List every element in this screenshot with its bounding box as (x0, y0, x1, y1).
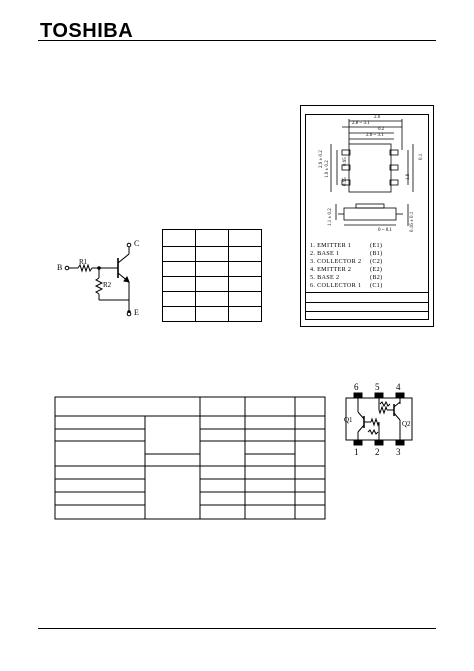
pin-row: 6. COLLECTOR 1 (C1) (310, 282, 382, 289)
emitter-label: E (134, 308, 139, 317)
q2-label: Q2 (402, 420, 411, 428)
pin-label: 4. EMITTER 2 (310, 266, 352, 273)
pin-row: 4. EMITTER 2 (E2) (310, 266, 382, 273)
package-divider (306, 311, 428, 312)
pin-number-bottom: 3 (396, 447, 401, 457)
base-label: B (57, 263, 63, 272)
r1-label: R1 (79, 258, 88, 266)
pin-number-top: 6 (354, 382, 359, 392)
collector-label: C (134, 239, 140, 248)
pin-number-top: 4 (396, 382, 401, 392)
pin-code: (C1) (370, 282, 383, 289)
package-drawing-frame (305, 114, 429, 320)
pin-code: (E1) (370, 242, 383, 249)
dim-label: 0 ~ 0.1 (378, 228, 392, 233)
pin-number-bottom: 2 (375, 447, 380, 457)
dim-label: 2.8 ~ 3.1 (352, 121, 370, 126)
dim-label: 0.2 (378, 127, 385, 132)
pin-row: 3. COLLECTOR 2 (C2) (310, 258, 382, 265)
r2-label: R2 (103, 281, 112, 289)
pin-code: (B1) (370, 250, 383, 257)
pin-code: (E2) (370, 266, 383, 273)
footer-rule (38, 628, 436, 629)
resistor-table (162, 229, 262, 322)
dim-label: 2.6 ~ 3.1 (366, 133, 384, 138)
pin-code: (C2) (370, 258, 383, 265)
package-divider (306, 292, 428, 293)
pin-label: 6. COLLECTOR 1 (310, 282, 362, 289)
pin-row: 1. EMITTER 1 (E1) (310, 242, 382, 249)
header-rule (38, 40, 436, 41)
pin-row: 5. BASE 2 (B2) (310, 274, 382, 281)
pin-number-bottom: 1 (354, 447, 359, 457)
pin-label: 5. BASE 2 (310, 274, 340, 281)
pin-number-top: 5 (375, 382, 380, 392)
package-divider (306, 302, 428, 303)
dim-label: 2.0 (374, 115, 381, 120)
pin-label: 3. COLLECTOR 2 (310, 258, 362, 265)
package-outline-box (300, 105, 434, 327)
pin-code: (B2) (370, 274, 383, 281)
q1-label: Q1 (344, 416, 353, 424)
pin-row: 2. BASE 1 (B1) (310, 250, 382, 257)
pin-label: 2. BASE 1 (310, 250, 340, 257)
pin-label: 1. EMITTER 1 (310, 242, 352, 249)
toshiba-logo: TOSHIBA (40, 20, 134, 42)
